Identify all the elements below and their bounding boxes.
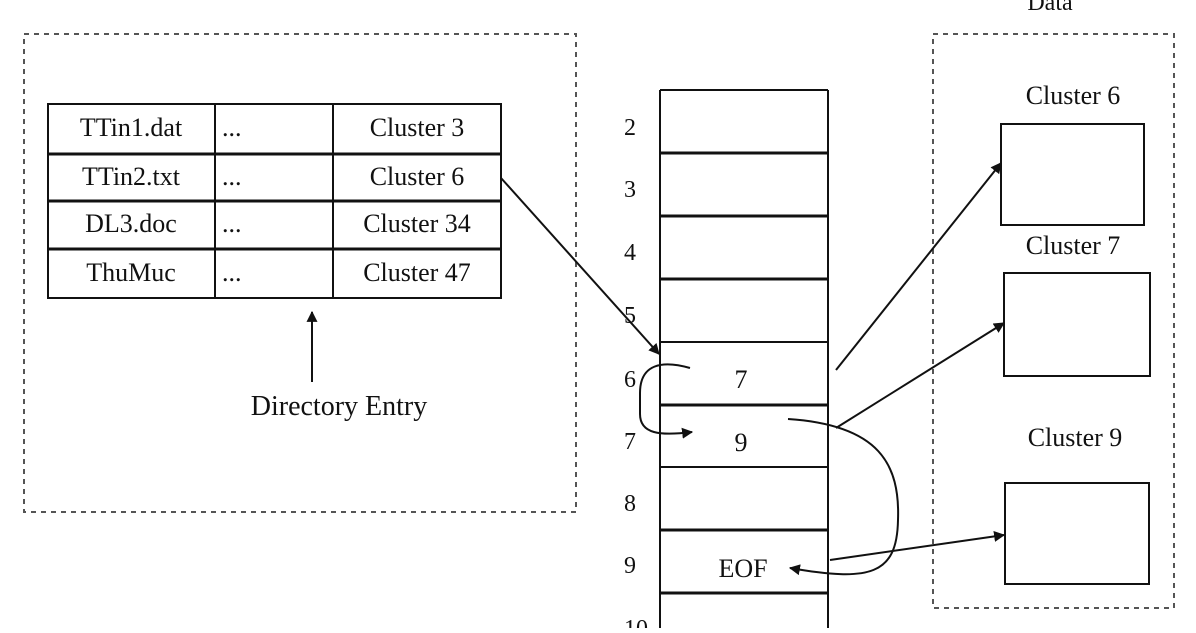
entry-name: ThuMuc xyxy=(86,258,176,287)
entry-cluster: Cluster 34 xyxy=(363,209,471,238)
cluster-box xyxy=(1003,272,1151,377)
fat-table: 2 3 4 5 6 7 8 9 10 7 9 EOF xyxy=(624,89,829,633)
entry-dots: ... xyxy=(222,209,242,238)
entry-cluster: Cluster 3 xyxy=(370,113,465,142)
directory-area-frame xyxy=(23,33,577,513)
cluster-box xyxy=(1004,482,1150,585)
table-row: ThuMuc ... Cluster 47 xyxy=(86,258,471,287)
entry-name: DL3.doc xyxy=(85,209,177,238)
entry-cluster: Cluster 6 xyxy=(370,162,465,191)
fat-index: 3 xyxy=(624,177,636,203)
data-area-label: Data xyxy=(1027,0,1073,16)
fat-value: 9 xyxy=(735,428,748,457)
entry-name: TTin1.dat xyxy=(80,113,183,142)
table-row: TTin1.dat ... Cluster 3 xyxy=(80,113,464,142)
chain-7-to-9-arrow xyxy=(787,418,900,576)
entry-name: TTin2.txt xyxy=(82,162,181,191)
entry-dots: ... xyxy=(222,162,242,191)
cluster-label: Cluster 7 xyxy=(1026,231,1121,260)
fat7-to-cluster7-arrow xyxy=(835,322,1005,429)
fat-value: EOF xyxy=(718,554,767,583)
entry-cluster: Cluster 47 xyxy=(363,258,471,287)
fat-index: 10 xyxy=(624,616,648,628)
fat-index: 5 xyxy=(624,303,636,329)
cluster-label: Cluster 9 xyxy=(1028,423,1123,452)
table-row: DL3.doc ... Cluster 34 xyxy=(85,209,471,238)
start-cluster-arrow xyxy=(500,177,660,355)
cluster-box xyxy=(1000,123,1145,226)
entry-dots: ... xyxy=(222,258,242,287)
data-clusters: Cluster 6 Cluster 7 Cluster 9 xyxy=(1000,81,1151,585)
data-area-frame xyxy=(932,33,1175,609)
fat-index: 8 xyxy=(624,491,636,517)
cluster-label: Cluster 6 xyxy=(1026,81,1121,110)
fat-index: 7 xyxy=(624,429,636,455)
fat6-to-cluster6-arrow xyxy=(835,162,1002,371)
directory-entry-caption: Directory Entry xyxy=(251,391,428,422)
fat-value: 7 xyxy=(735,365,748,394)
entry-dots: ... xyxy=(222,113,242,142)
directory-table: TTin1.dat ... Cluster 3 TTin2.txt ... Cl… xyxy=(47,103,502,299)
fat-index: 6 xyxy=(624,367,636,393)
fat-index: 9 xyxy=(624,553,636,579)
table-row: TTin2.txt ... Cluster 6 xyxy=(82,162,464,191)
fat-index: 4 xyxy=(624,240,636,266)
fat-index: 2 xyxy=(624,115,636,141)
fat9-to-cluster9-arrow xyxy=(829,530,1006,561)
chain-6-to-7-arrow xyxy=(639,363,694,439)
